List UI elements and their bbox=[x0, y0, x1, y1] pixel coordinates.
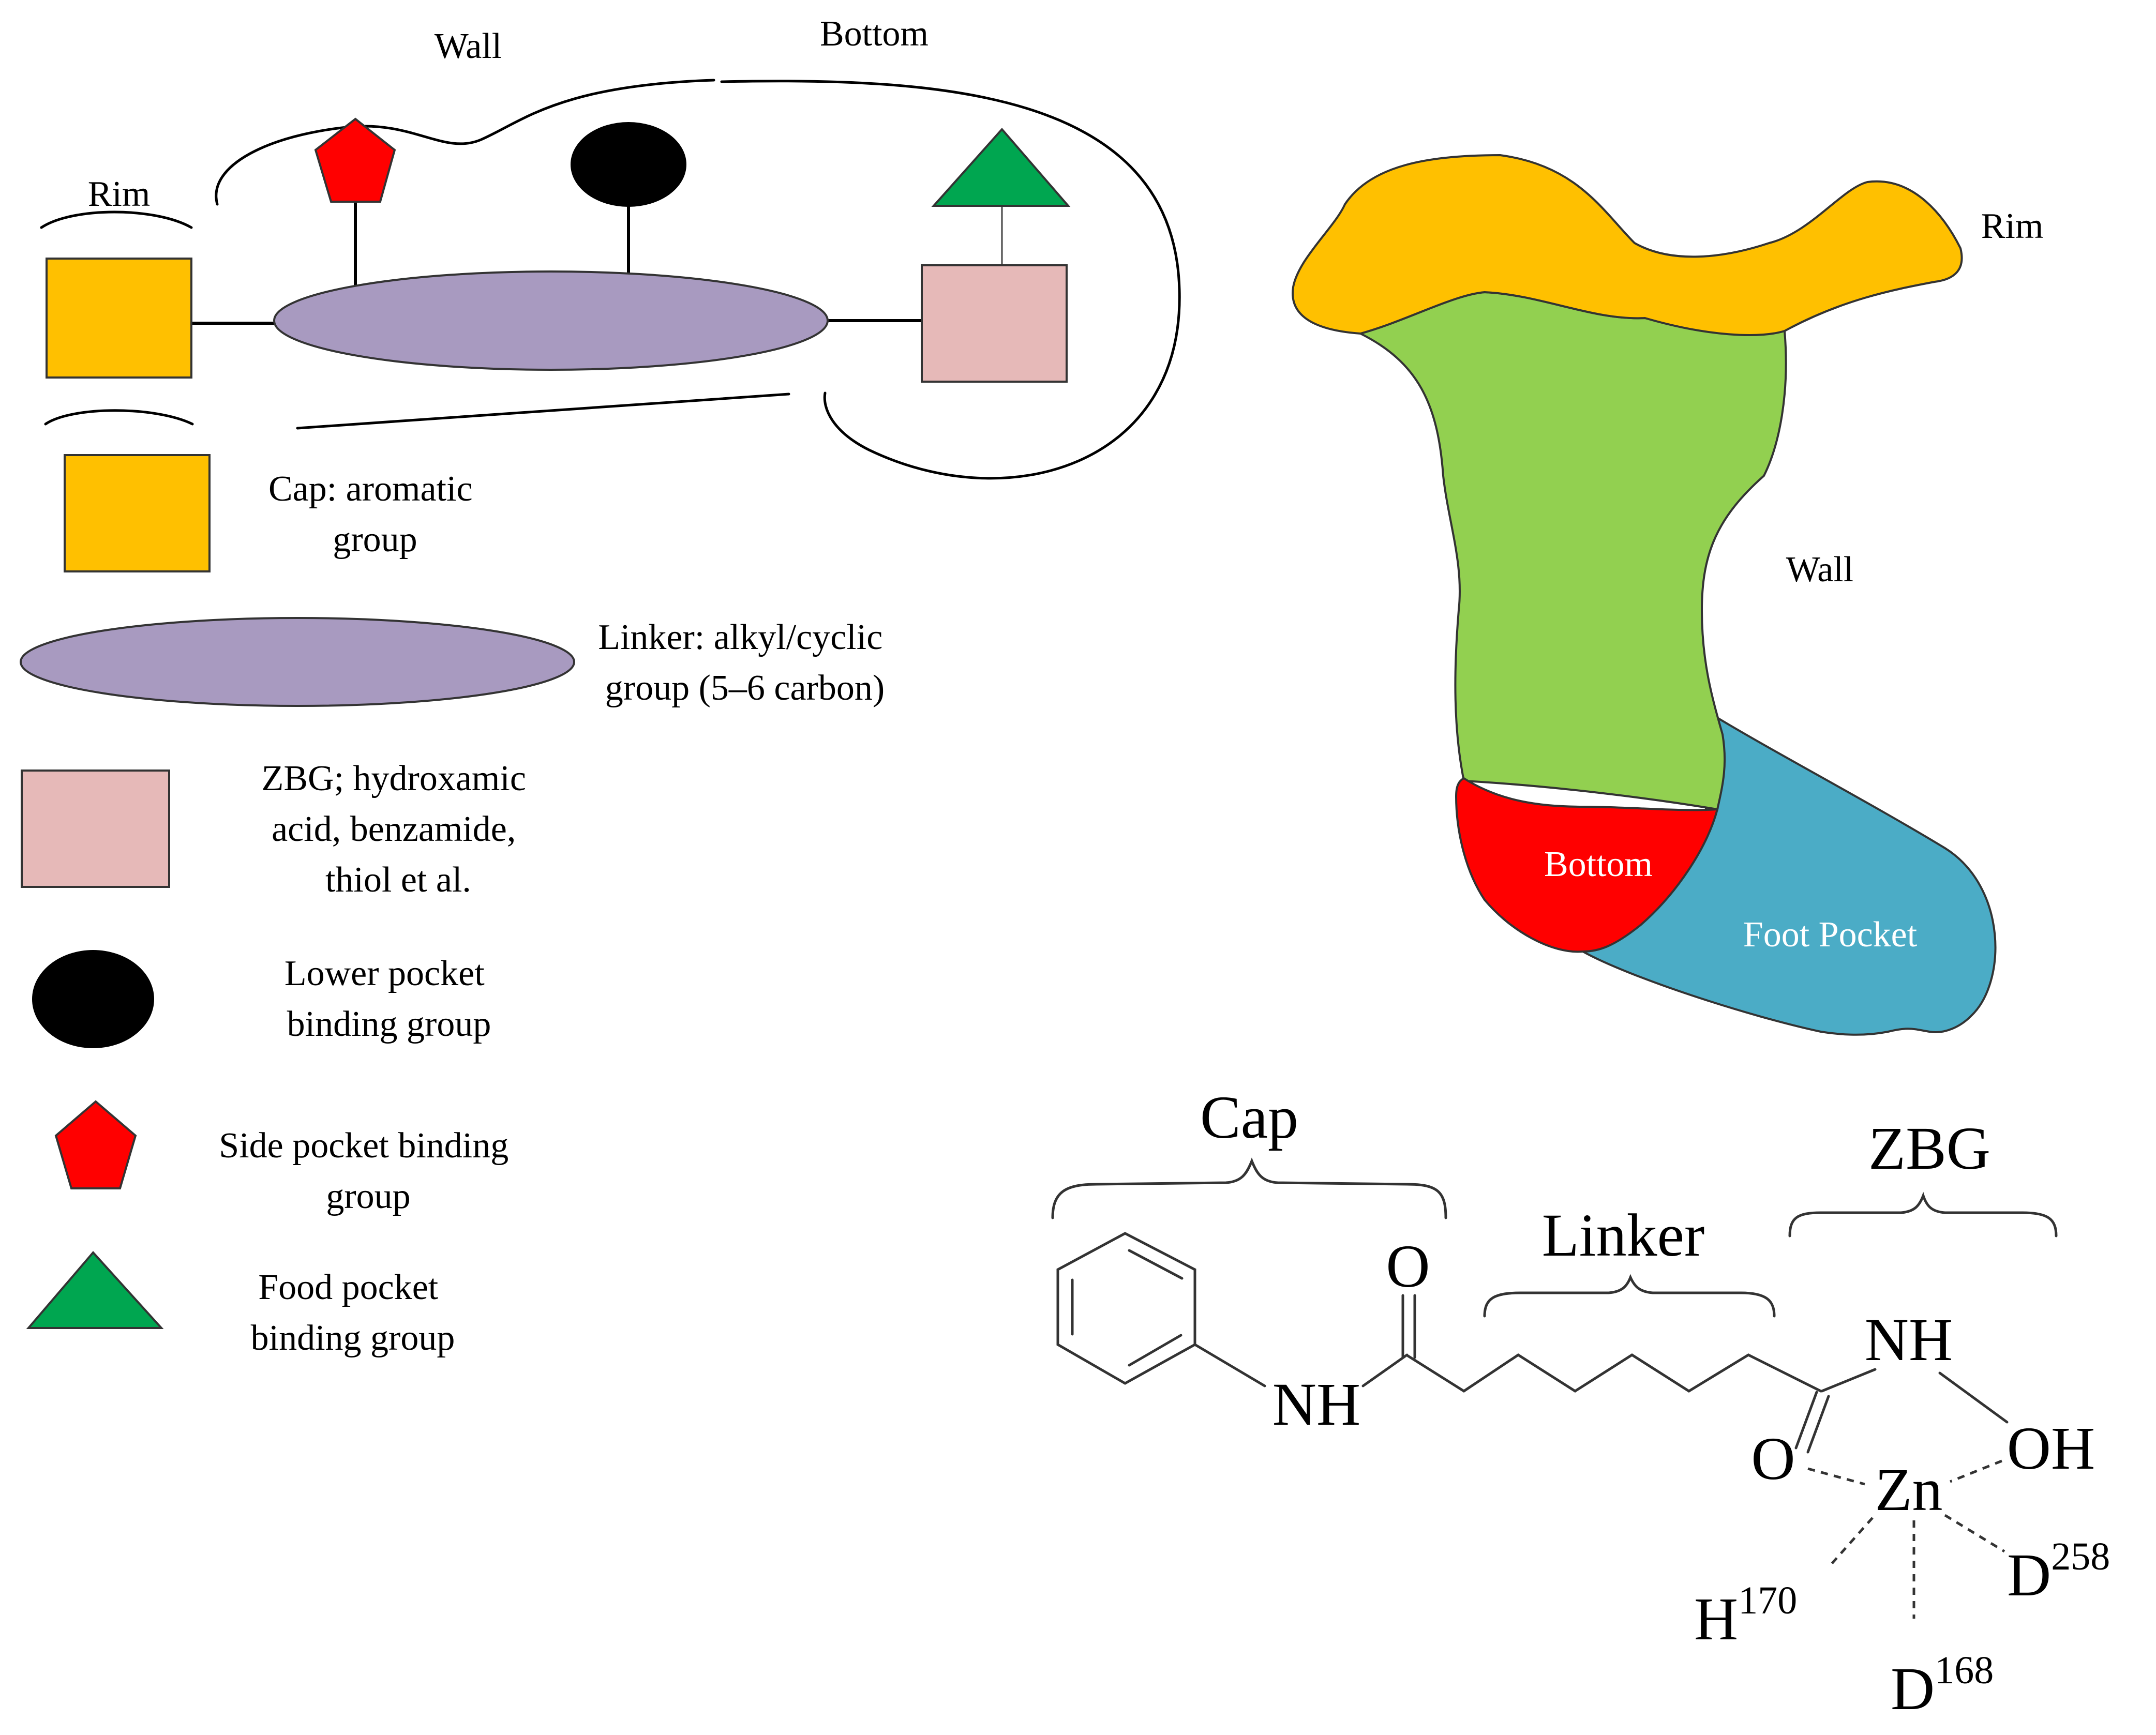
ring-nh-bond bbox=[1193, 1343, 1266, 1387]
schematic-rim-label: Rim bbox=[88, 174, 151, 214]
cap-brace bbox=[1051, 1157, 1447, 1219]
inhibitor-schematic: Wall Bottom Rim bbox=[40, 14, 1181, 480]
legend-linker-line-1: Linker: alkyl/cyclic bbox=[598, 617, 882, 657]
linker-label: Linker bbox=[1542, 1201, 1705, 1269]
legend-zbg-text: ZBG; hydroxamic acid, benzamide, thiol e… bbox=[262, 759, 535, 900]
legend-side-pocket-line-1: Side pocket binding bbox=[219, 1126, 508, 1166]
linker-ellipse bbox=[273, 270, 829, 371]
benzene-ring bbox=[1056, 1232, 1196, 1385]
atom-zn: Zn bbox=[1875, 1456, 1942, 1523]
residue-d168: D168 bbox=[1891, 1649, 1994, 1723]
atom-nh-amide: NH bbox=[1272, 1370, 1360, 1438]
pocket-bottom-label: Bottom bbox=[1544, 844, 1653, 884]
legend-linker-line-2: group (5–6 carbon) bbox=[605, 668, 885, 708]
bottom-shape bbox=[1455, 777, 1719, 953]
schematic-bottom-label: Bottom bbox=[820, 14, 929, 54]
legend-zbg-swatch bbox=[21, 770, 170, 888]
residue-d258: D258 bbox=[2007, 1535, 2110, 1609]
zbg-square bbox=[921, 264, 1068, 383]
legend-food-pocket-line-2: binding group bbox=[251, 1318, 455, 1358]
carbonyl2-nh-bond bbox=[1820, 1368, 1877, 1393]
benzene-double-2 bbox=[1128, 1334, 1182, 1367]
residue-d168-letter: D bbox=[1891, 1655, 1935, 1723]
legend-cap-line-1: Cap: aromatic bbox=[268, 469, 473, 509]
linker-brace bbox=[1483, 1274, 1776, 1318]
residue-h170-letter: H bbox=[1694, 1585, 1738, 1653]
food-pocket-triangle bbox=[931, 127, 1071, 207]
legend-linker-text: Linker: alkyl/cyclic group (5–6 carbon) bbox=[598, 617, 892, 708]
residue-d168-number: 168 bbox=[1935, 1649, 1994, 1692]
residue-d258-letter: D bbox=[2007, 1541, 2051, 1609]
legend-side-pocket-line-2: group bbox=[326, 1176, 410, 1216]
cap-label: Cap bbox=[1200, 1083, 1298, 1151]
cap-square bbox=[46, 258, 192, 379]
nh-carbonyl-bond bbox=[1361, 1353, 1409, 1387]
zbg-brace bbox=[1788, 1191, 2058, 1238]
residue-h170: H170 bbox=[1694, 1579, 1797, 1653]
residue-h170-number: 170 bbox=[1738, 1579, 1797, 1622]
legend-cap-text: Cap: aromatic group bbox=[268, 469, 482, 560]
legend-zbg-line-1: ZBG; hydroxamic bbox=[262, 759, 526, 798]
rim-curve-top bbox=[40, 210, 193, 229]
legend-side-pocket-text: Side pocket binding group bbox=[219, 1126, 517, 1216]
oh-zn-dash bbox=[1950, 1459, 2002, 1483]
residue-d258-number: 258 bbox=[2051, 1535, 2110, 1578]
legend-lower-pocket-swatch bbox=[32, 950, 154, 1048]
zbg-label: ZBG bbox=[1868, 1114, 1990, 1182]
atom-oh: OH bbox=[2007, 1414, 2095, 1482]
pocket-foot-label: Foot Pocket bbox=[1743, 915, 1918, 955]
schematic-wall-label: Wall bbox=[435, 26, 502, 66]
rim-shape bbox=[1292, 154, 1963, 336]
legend-cap-swatch bbox=[64, 454, 211, 572]
atom-o-carbonyl-2: O bbox=[1751, 1425, 1795, 1492]
legend-food-pocket-text: Food pocket binding group bbox=[251, 1268, 455, 1358]
wall-curve bbox=[215, 79, 715, 206]
carbonyl2-o-bond-a bbox=[1794, 1391, 1818, 1450]
atom-nh-hydroxamic: NH bbox=[1865, 1306, 1953, 1374]
rim-curve-bottom bbox=[44, 409, 194, 426]
atom-o-carbonyl-1: O bbox=[1386, 1232, 1430, 1300]
benzene-double-1 bbox=[1128, 1249, 1184, 1280]
legend-food-pocket-swatch bbox=[26, 1250, 164, 1329]
legend-zbg-line-2: acid, benzamide, bbox=[272, 809, 516, 849]
legend-linker-swatch bbox=[20, 617, 575, 707]
legend: Cap: aromatic group Linker: alkyl/cyclic… bbox=[20, 454, 892, 1358]
alkyl-chain bbox=[1406, 1353, 1822, 1393]
side-pocket-pentagon bbox=[314, 117, 396, 203]
carbonyl2-o-bond-b bbox=[1806, 1395, 1830, 1454]
pocket-wall-label: Wall bbox=[1786, 550, 1853, 590]
lower-line bbox=[296, 393, 790, 430]
legend-side-pocket-swatch bbox=[54, 1100, 137, 1189]
nh-oh-bond bbox=[1938, 1371, 2009, 1424]
lower-pocket-oval bbox=[571, 122, 686, 207]
o-zn-dash bbox=[1807, 1467, 1865, 1486]
legend-lower-pocket-line-1: Lower pocket bbox=[285, 954, 485, 993]
legend-cap-line-2: group bbox=[333, 520, 417, 560]
zn-d258-dash bbox=[1944, 1514, 2005, 1553]
legend-lower-pocket-line-2: binding group bbox=[287, 1004, 491, 1044]
zn-h170-dash bbox=[1830, 1517, 1874, 1565]
legend-zbg-line-3: thiol et al. bbox=[325, 860, 471, 900]
wall-shape bbox=[1357, 291, 1787, 811]
molecule-structure: Cap Linker ZBG O NH NH OH O Zn D258 bbox=[1051, 1083, 2110, 1723]
legend-food-pocket-line-1: Food pocket bbox=[258, 1268, 439, 1307]
bottom-curve bbox=[720, 80, 1181, 480]
pocket-diagram: Rim Wall Bottom Foot Pocket bbox=[1292, 154, 2044, 1036]
pocket-rim-label: Rim bbox=[1981, 206, 2044, 246]
legend-lower-pocket-text: Lower pocket binding group bbox=[285, 954, 493, 1044]
